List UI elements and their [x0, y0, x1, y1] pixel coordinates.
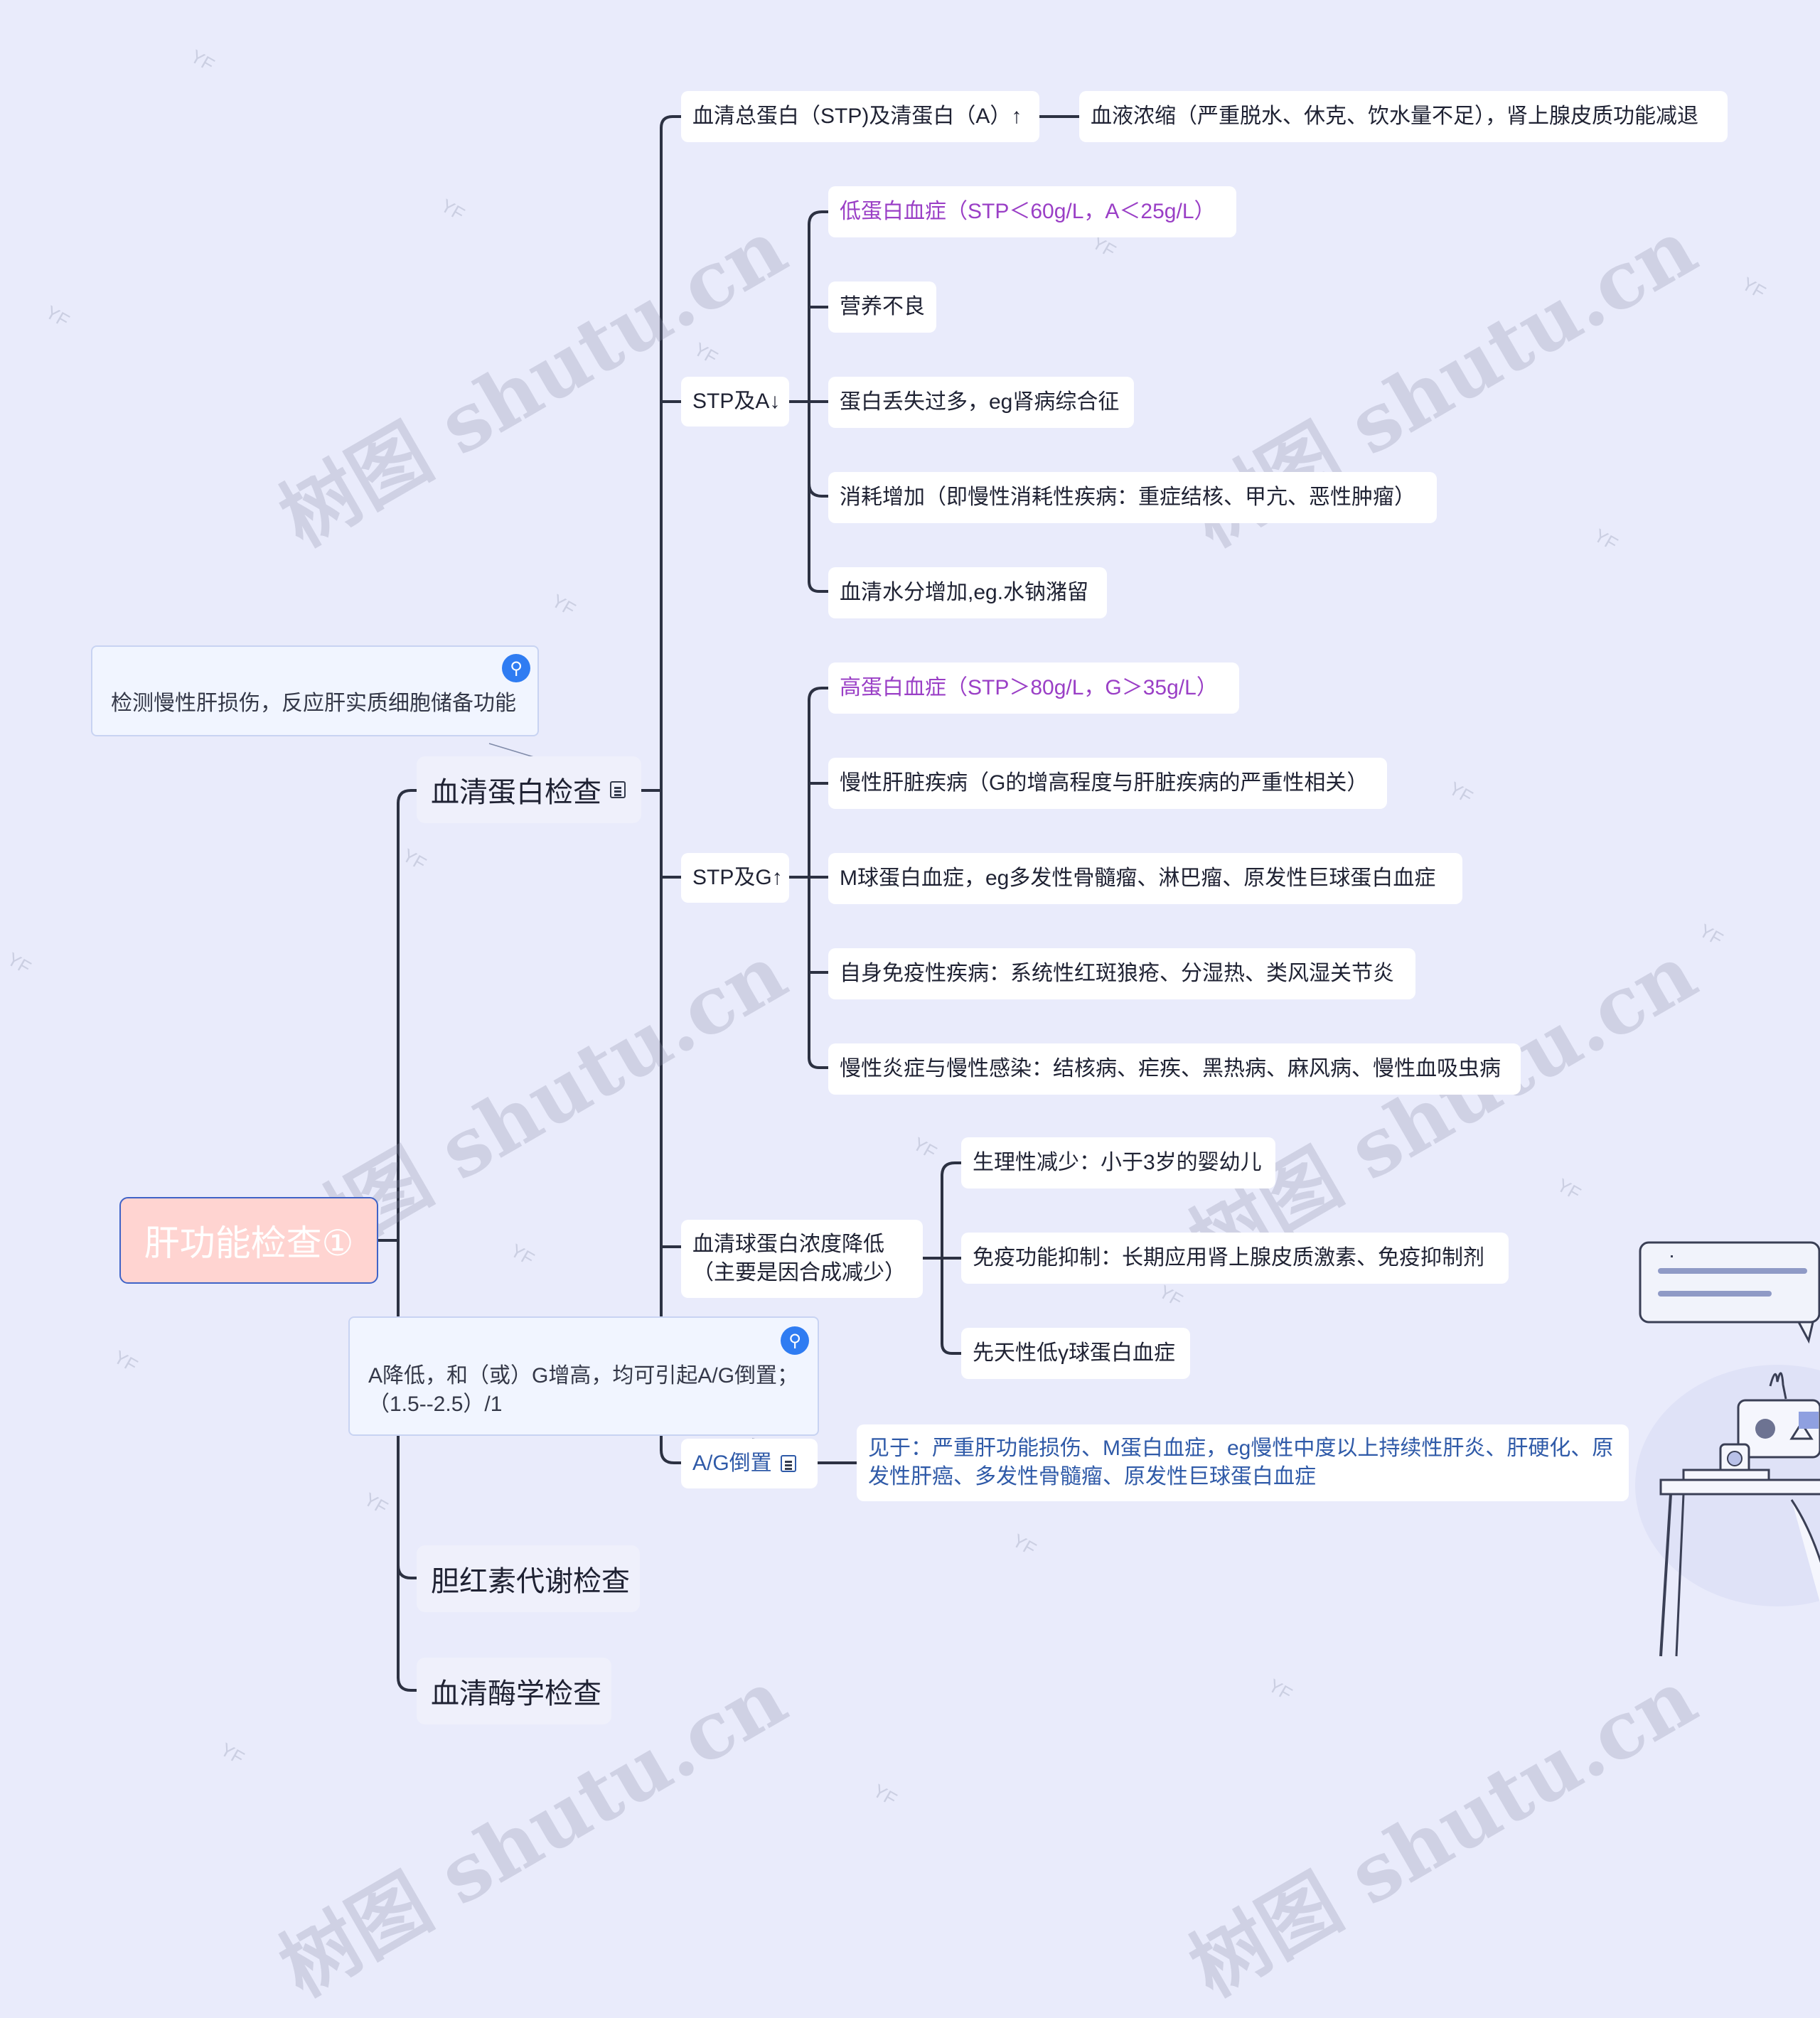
topic-malnutrition[interactable]: 营养不良 [828, 281, 936, 333]
topic-ag-causes[interactable]: 见于：严重肝功能损伤、M蛋白血症，eg慢性中度以上持续性肝炎、肝硬化、原发性肝癌… [857, 1424, 1629, 1501]
topic-hyperproteinemia-label: 高蛋白血症（STP＞80g/L，G＞35g/L） [840, 676, 1218, 699]
topic-stp-a-down[interactable]: STP及A↓ [681, 377, 789, 426]
topic-stp-g-up-label: STP及G↑ [692, 866, 783, 889]
pin-icon[interactable]: ⚲ [781, 1326, 809, 1355]
topic-stp-a-down-label: STP及A↓ [692, 390, 781, 413]
topic-stp-up-label: 血清总蛋白（STP)及清蛋白（A）↑ [692, 104, 1022, 128]
topic-stp-up[interactable]: 血清总蛋白（STP)及清蛋白（A）↑ [681, 91, 1039, 142]
topic-physiological-label: 生理性减少：小于3岁的婴幼儿 [973, 1151, 1262, 1174]
root-topic-label: 肝功能检查① [144, 1223, 354, 1263]
branch-serum-protein[interactable]: 血清蛋白检查 [417, 756, 641, 823]
topic-m-globulinemia-label: M球蛋白血症，eg多发性骨髓瘤、淋巴瘤、原发性巨球蛋白血症 [840, 866, 1436, 890]
topic-water-increase[interactable]: 血清水分增加,eg.水钠潴留 [828, 567, 1107, 618]
branch-bilirubin-label: 胆红素代谢检查 [431, 1566, 630, 1597]
person-at-desk-illustration [1635, 1241, 1820, 1657]
topic-blood-concentration-label: 血液浓缩（严重脱水、休克、饮水量不足），肾上腺皮质功能减退 [1091, 104, 1698, 128]
topic-malnutrition-label: 营养不良 [840, 295, 925, 318]
topic-protein-loss[interactable]: 蛋白丢失过多，eg肾病综合征 [828, 377, 1134, 428]
topic-immunosuppression[interactable]: 免疫功能抑制：长期应用肾上腺皮质激素、免疫抑制剂 [961, 1233, 1509, 1284]
topic-ag-inverted[interactable]: A/G倒置 [681, 1439, 818, 1488]
pin-icon[interactable]: ⚲ [502, 654, 530, 682]
root-topic[interactable]: 肝功能检查① [119, 1197, 378, 1284]
topic-ag-causes-label: 见于：严重肝功能损伤、M蛋白血症，eg慢性中度以上持续性肝炎、肝硬化、原发性肝癌… [868, 1437, 1614, 1488]
branch-serum-enzyme[interactable]: 血清酶学检查 [417, 1658, 611, 1724]
topic-hypoproteinemia[interactable]: 低蛋白血症（STP＜60g/L，A＜25g/L） [828, 186, 1236, 237]
topic-immunosuppression-label: 免疫功能抑制：长期应用肾上腺皮质激素、免疫抑制剂 [973, 1246, 1484, 1270]
topic-blood-concentration[interactable]: 血液浓缩（严重脱水、休克、饮水量不足），肾上腺皮质功能减退 [1079, 91, 1728, 142]
topic-hyperproteinemia[interactable]: 高蛋白血症（STP＞80g/L，G＞35g/L） [828, 662, 1239, 714]
topic-chronic-infection[interactable]: 慢性炎症与慢性感染：结核病、疟疾、黑热病、麻风病、慢性血吸虫病 [828, 1043, 1521, 1095]
branch-serum-enzyme-label: 血清酶学检查 [431, 1678, 601, 1710]
topic-congenital[interactable]: 先天性低γ球蛋白血症 [961, 1328, 1190, 1379]
connector-lines [377, 115, 1081, 1692]
topic-congenital-label: 先天性低γ球蛋白血症 [973, 1341, 1175, 1365]
topic-globulin-down-label: 血清球蛋白浓度降低（主要是因合成减少） [692, 1233, 906, 1284]
note-protein: 检测慢性肝损伤，反应肝实质细胞储备功能 [91, 645, 539, 736]
note-icon[interactable] [610, 781, 626, 798]
branch-bilirubin[interactable]: 胆红素代谢检查 [417, 1545, 640, 1612]
topic-m-globulinemia[interactable]: M球蛋白血症，eg多发性骨髓瘤、淋巴瘤、原发性巨球蛋白血症 [828, 853, 1462, 904]
topic-globulin-down[interactable]: 血清球蛋白浓度降低（主要是因合成减少） [681, 1220, 923, 1298]
topic-ag-inverted-label: A/G倒置 [692, 1451, 772, 1475]
note-icon[interactable] [780, 1455, 796, 1472]
note-ag-text: A降低，和（或）G增高，均可引起A/G倒置；（1.5--2.5）/1 [368, 1364, 799, 1416]
topic-consumption[interactable]: 消耗增加（即慢性消耗性疾病：重症结核、甲亢、恶性肿瘤） [828, 472, 1437, 523]
note-ag: A降低，和（或）G增高，均可引起A/G倒置；（1.5--2.5）/1 [348, 1316, 819, 1436]
topic-physiological[interactable]: 生理性减少：小于3岁的婴幼儿 [961, 1137, 1275, 1188]
branch-serum-protein-label: 血清蛋白检查 [431, 777, 601, 808]
topic-stp-g-up[interactable]: STP及G↑ [681, 853, 789, 903]
topic-protein-loss-label: 蛋白丢失过多，eg肾病综合征 [840, 390, 1120, 414]
note-protein-text: 检测慢性肝损伤，反应肝实质细胞储备功能 [111, 692, 516, 715]
topic-chronic-liver[interactable]: 慢性肝脏疾病（G的增高程度与肝脏疾病的严重性相关） [828, 758, 1387, 809]
topic-consumption-label: 消耗增加（即慢性消耗性疾病：重症结核、甲亢、恶性肿瘤） [840, 485, 1415, 509]
topic-chronic-infection-label: 慢性炎症与慢性感染：结核病、疟疾、黑热病、麻风病、慢性血吸虫病 [840, 1057, 1501, 1080]
topic-hypoproteinemia-label: 低蛋白血症（STP＜60g/L，A＜25g/L） [840, 200, 1216, 223]
topic-chronic-liver-label: 慢性肝脏疾病（G的增高程度与肝脏疾病的严重性相关） [840, 771, 1369, 795]
topic-autoimmune[interactable]: 自身免疫性疾病：系统性红斑狼疮、分湿热、类风湿关节炎 [828, 948, 1415, 999]
topic-autoimmune-label: 自身免疫性疾病：系统性红斑狼疮、分湿热、类风湿关节炎 [840, 962, 1394, 985]
topic-water-increase-label: 血清水分增加,eg.水钠潴留 [840, 581, 1089, 604]
